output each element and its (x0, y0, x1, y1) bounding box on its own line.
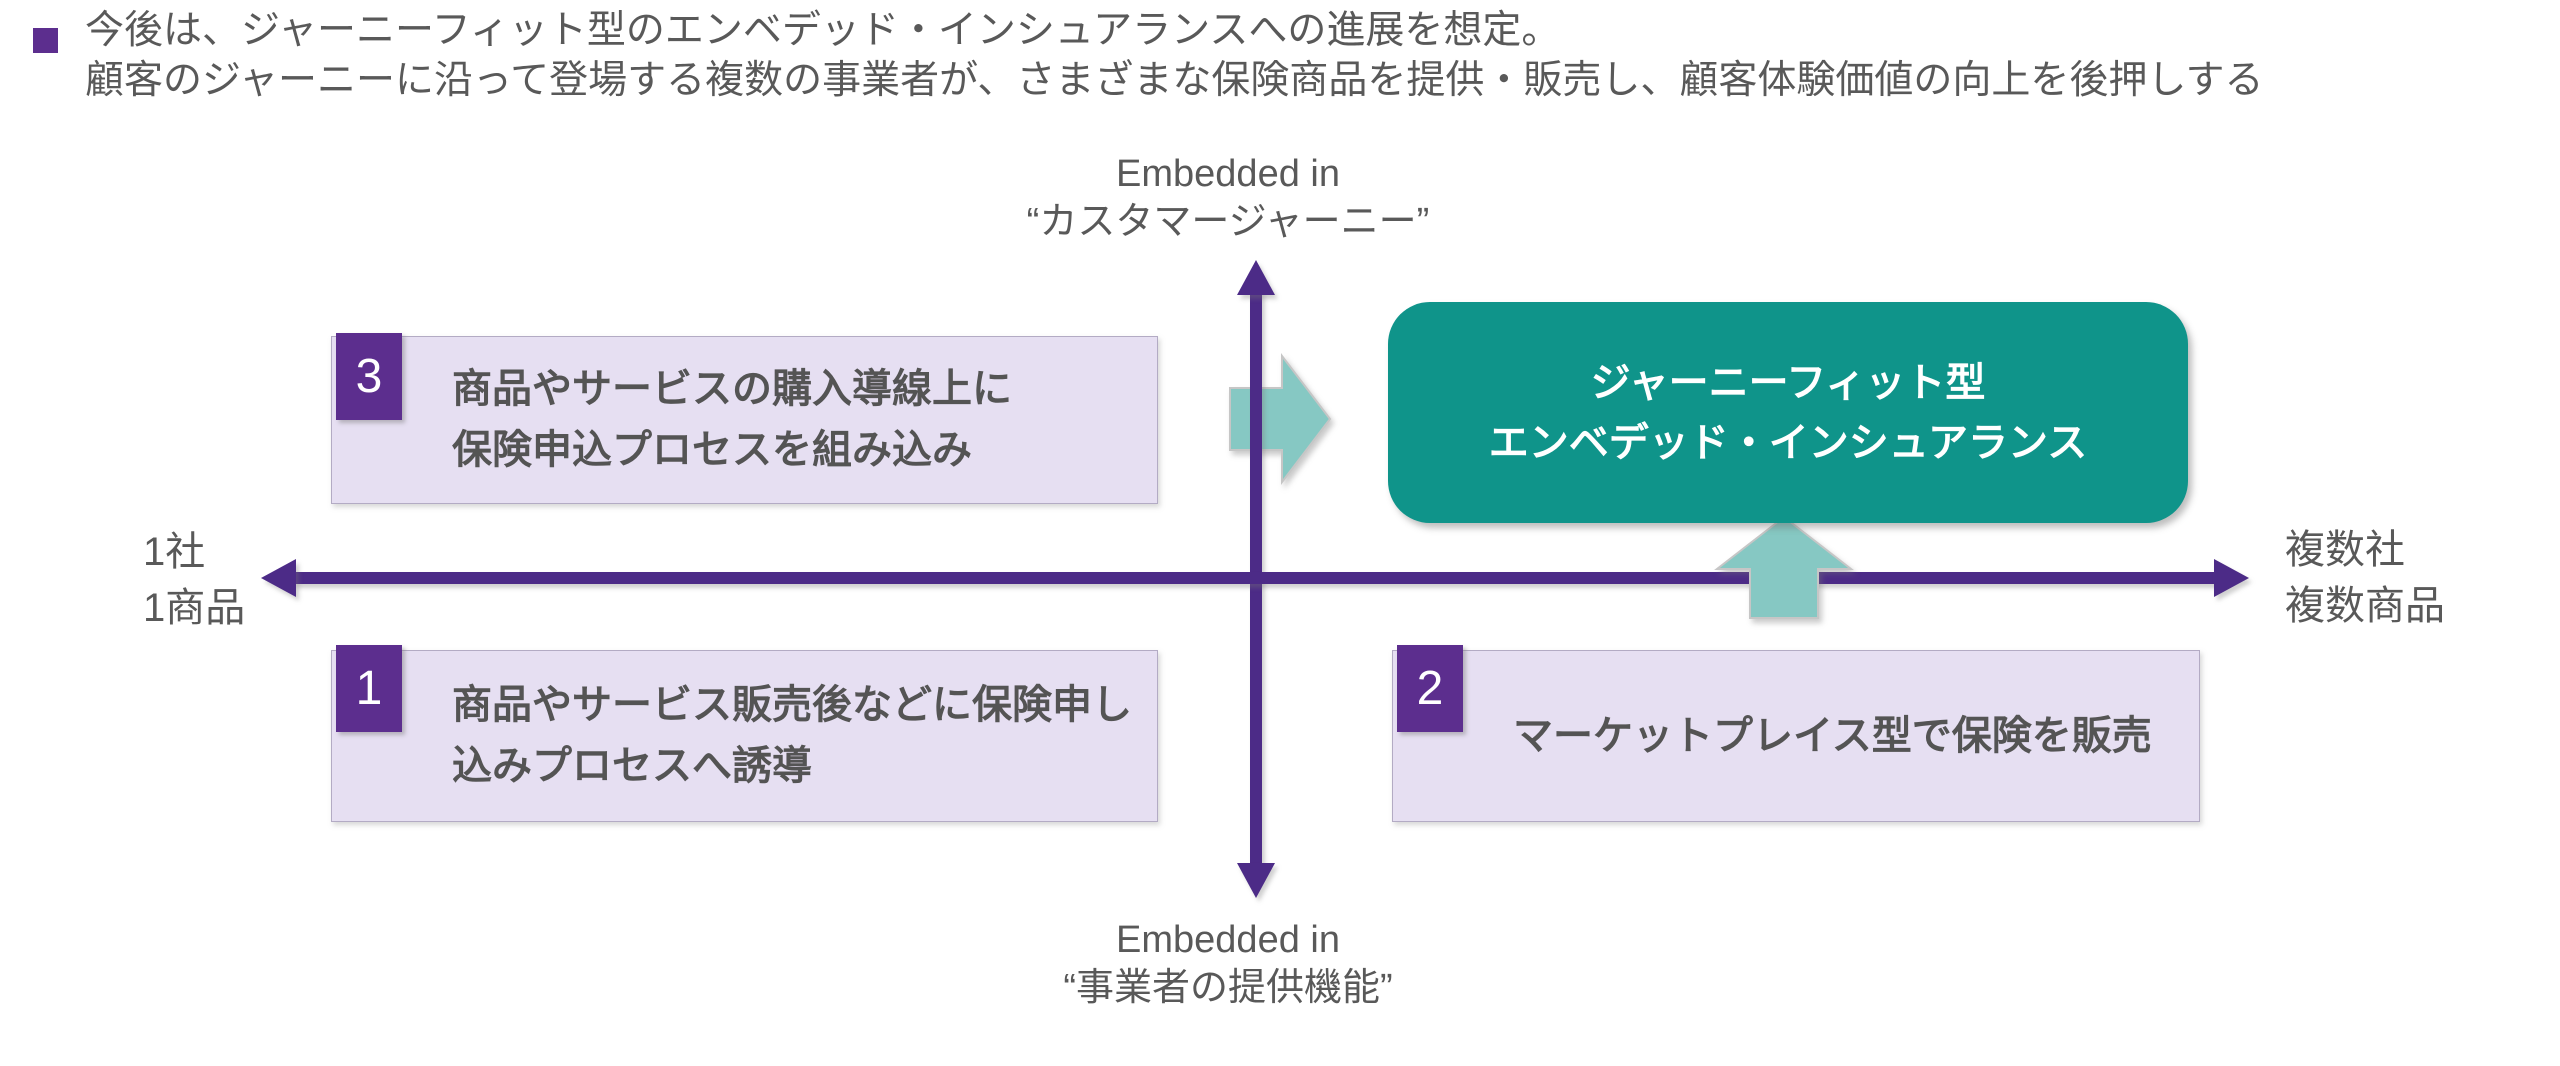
quadrant-box-1: 商品やサービス販売後などに保険申し 込みプロセスへ誘導 (331, 650, 1158, 822)
axis-label-right-line1: 複数社 (2285, 528, 2405, 572)
quadrant-box-3-line1: 商品やサービスの購入導線上に (452, 367, 1012, 411)
goal-box: ジャーニーフィット型 エンベデッド・インシュアランス (1388, 302, 2188, 523)
quadrant-box-2-line1: マーケットプレイス型で保険を販売 (1513, 713, 2152, 758)
goal-box-line1: ジャーニーフィット型 (1590, 360, 1986, 405)
axis-label-bottom: Embedded in “事業者の提供機能” (928, 916, 1528, 1012)
horizontal-axis-arrowhead-left (261, 559, 296, 597)
header-line-1: 今後は、ジャーニーフィット型のエンベデッド・インシュアランスへの進展を想定。 (85, 9, 1561, 52)
quadrant-box-1-line1: 商品やサービス販売後などに保険申し (452, 683, 1132, 727)
quadrant-box-2: マーケットプレイス型で保険を販売 (1392, 650, 2200, 822)
vertical-axis-arrowhead-top (1237, 260, 1275, 295)
axis-label-top: Embedded in “カスタマージャーニー” (928, 150, 1528, 246)
up-block-arrow-icon (1714, 515, 1854, 619)
header-line-2: 顧客のジャーニーに沿って登場する複数の事業者が、さまざまな保険商品を提供・販売し… (85, 59, 2264, 102)
quadrant-box-3: 商品やサービスの購入導線上に 保険申込プロセスを組み込み (331, 336, 1158, 504)
vertical-axis-arrowhead-bottom (1237, 863, 1275, 898)
axis-label-top-en: Embedded in (1116, 153, 1340, 195)
axis-label-left: 1社 1商品 (143, 524, 245, 636)
quadrant-box-1-line2: 込みプロセスへ誘導 (452, 744, 812, 788)
header-text: 今後は、ジャーニーフィット型のエンベデッド・インシュアランスへの進展を想定。 顧… (85, 6, 2264, 106)
quadrant-box-3-line2: 保険申込プロセスを組み込み (452, 428, 972, 472)
axis-label-right-line2: 複数商品 (2285, 584, 2445, 628)
bullet-square-icon (33, 28, 58, 53)
number-badge-3: 3 (336, 333, 402, 420)
horizontal-axis-arrowhead-right (2214, 559, 2249, 597)
number-badge-2: 2 (1397, 645, 1463, 732)
right-block-arrow-icon (1229, 353, 1332, 485)
axis-label-top-jp: “カスタマージャーニー” (1026, 201, 1430, 243)
goal-box-line2: エンベデッド・インシュアランス (1488, 420, 2088, 465)
axis-label-bottom-en: Embedded in (1116, 919, 1340, 961)
axis-label-left-line2: 1商品 (143, 586, 246, 630)
axis-label-left-line1: 1社 (143, 530, 206, 574)
axis-label-bottom-jp: “事業者の提供機能” (1063, 967, 1393, 1009)
number-badge-1: 1 (336, 645, 402, 732)
axis-label-right: 複数社 複数商品 (2285, 522, 2445, 634)
